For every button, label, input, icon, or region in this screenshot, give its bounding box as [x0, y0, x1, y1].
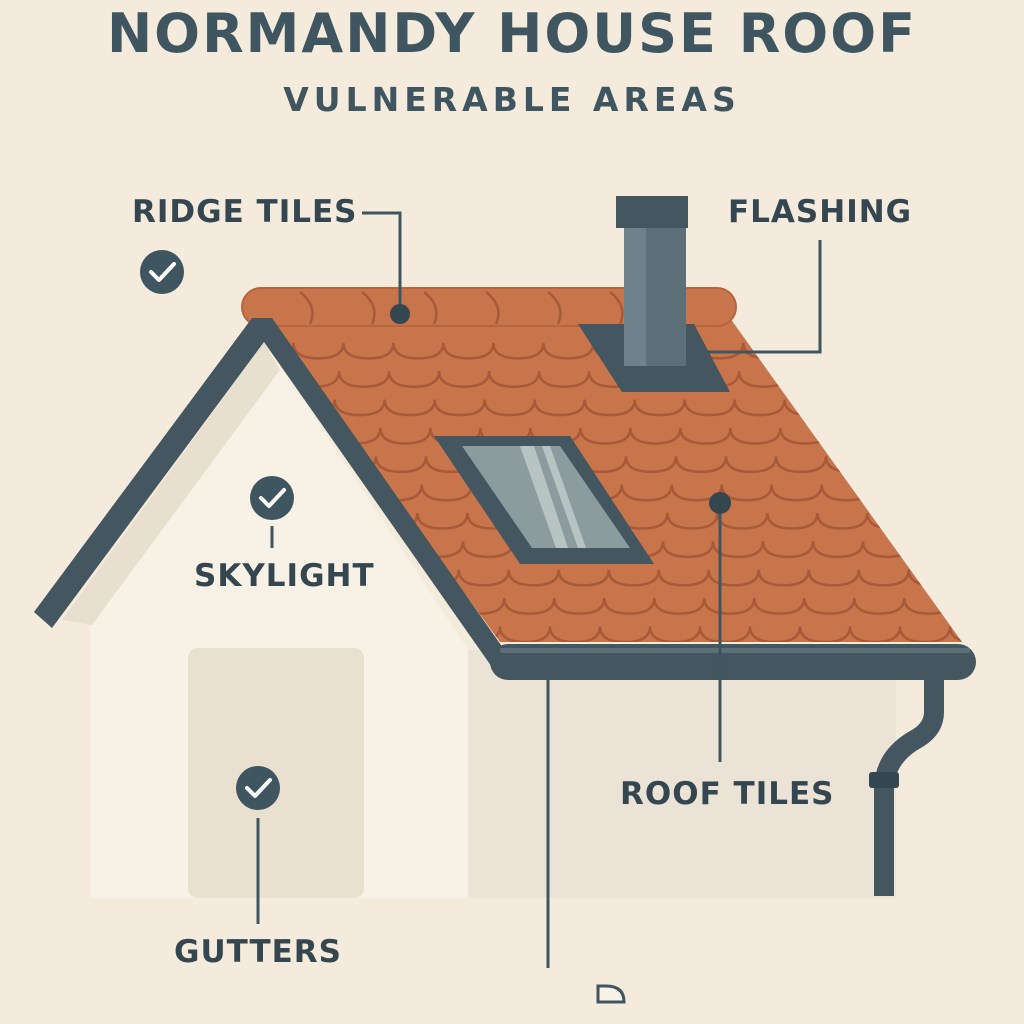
- check-circle-icon: [250, 476, 294, 520]
- downspout-bracket: [869, 772, 899, 788]
- chimney-cap: [616, 196, 688, 228]
- roof-surface: [264, 318, 962, 642]
- ridge-tile-seam: [423, 291, 438, 325]
- gable-shadow: [62, 342, 280, 625]
- leader-dot-ridge: [390, 304, 410, 324]
- label-gutters: GUTTERS: [174, 934, 342, 970]
- check-circle-icon: [236, 766, 280, 810]
- label-flashing: FLASHING: [728, 194, 913, 230]
- ridge-tile-seam: [547, 291, 562, 325]
- label-roof-tiles: ROOF TILES: [620, 776, 835, 812]
- chimney-shade: [624, 228, 646, 366]
- leader-ridge-tiles: [362, 211, 402, 313]
- leader-dot-roof: [709, 492, 731, 514]
- leader-flashing: [706, 240, 822, 354]
- page-title: NORMANDY HOUSE ROOF: [106, 2, 917, 65]
- ridge-tile-seam: [485, 291, 500, 325]
- ridge-tile-seam: [299, 291, 314, 325]
- label-ridge-tiles: RIDGE TILES: [132, 194, 358, 230]
- page-subtitle: VULNERABLE AREAS: [283, 80, 741, 119]
- drain-outlet-icon: [596, 984, 626, 1004]
- label-skylight: SKYLIGHT: [194, 558, 375, 594]
- ridge-cap: [241, 287, 737, 327]
- gable-trim: [34, 318, 510, 670]
- door: [188, 648, 364, 898]
- ridge-tile-pattern: [299, 291, 686, 325]
- skylight-glare: [520, 446, 568, 548]
- ridge-tile-seam: [609, 291, 624, 325]
- gutter-highlight: [500, 648, 970, 653]
- ridge-tile-seam: [361, 291, 376, 325]
- side-wall: [468, 650, 896, 898]
- check-circle-icon: [140, 250, 184, 294]
- skylight-glare: [542, 446, 586, 548]
